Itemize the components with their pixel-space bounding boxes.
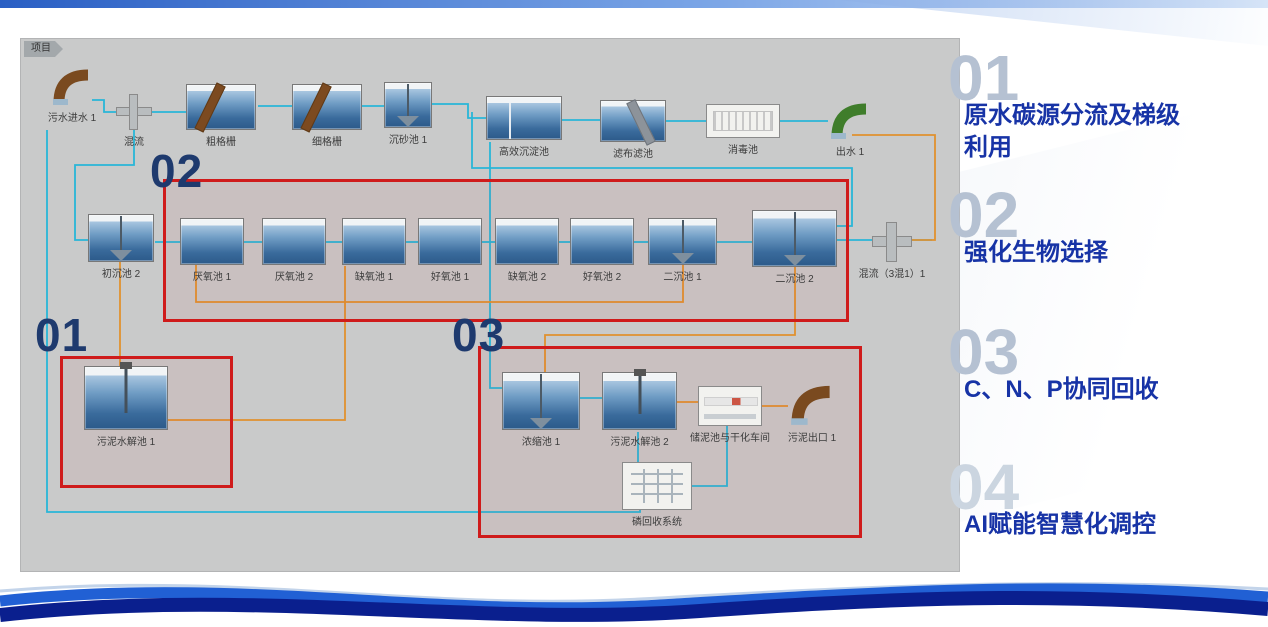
unit-p-recovery-system[interactable]: 磷回收系统: [622, 462, 692, 528]
unit-label: 初沉池 2: [101, 269, 141, 280]
unit-aerobic-2[interactable]: 好氧池 2: [570, 218, 634, 283]
legend-title: 原水碳源分流及梯级利用: [964, 102, 1180, 162]
mixed-tank-icon: [84, 366, 168, 430]
legend-item-04: 04 AI赋能智慧化调控: [948, 455, 1264, 541]
unit-sludge-storage-drying[interactable]: 储泥池与干化车间: [690, 386, 770, 444]
unit-anaerobic-2[interactable]: 厌氧池 2: [262, 218, 326, 283]
screen-icon: [186, 84, 256, 130]
unit-label: 污泥水解池 2: [610, 437, 669, 448]
unit-cloth-filter[interactable]: 滤布滤池: [600, 100, 666, 160]
unit-label: 储泥池与干化车间: [690, 433, 770, 444]
unit-label: 二沉池 2: [775, 274, 814, 285]
region-number-02: 02: [150, 145, 204, 197]
region-number-03: 03: [452, 309, 506, 361]
phosphorus-recovery-icon: [622, 462, 692, 510]
unit-mixer-3in1[interactable]: 混流（3混1）1: [859, 222, 925, 280]
legend-title: 强化生物选择: [964, 239, 1108, 266]
grit-chamber-icon: [384, 82, 432, 128]
legend-item-02: 02 强化生物选择: [948, 183, 1264, 269]
unit-anoxic-2[interactable]: 缺氧池 2: [495, 218, 559, 283]
unit-label: 混流: [124, 137, 144, 148]
unit-label: 好氧池 1: [430, 272, 470, 283]
tank-icon: [342, 218, 406, 265]
unit-disinfection[interactable]: 消毒池: [706, 104, 780, 156]
unit-label: 厌氧池 1: [192, 272, 232, 283]
mixer-icon: [116, 94, 152, 130]
legend-item-01: 01 原水碳源分流及梯级利用: [948, 46, 1264, 165]
sludge-outflow-pipe-icon: [791, 385, 830, 425]
legend-number: 03: [948, 316, 1020, 388]
unit-coarse-screen[interactable]: 粗格栅: [186, 84, 256, 148]
unit-label: 好氧池 2: [582, 272, 622, 283]
unit-label: 缺氧池 2: [507, 272, 547, 283]
mixer-icon: [872, 222, 912, 262]
legend-number: 04: [948, 451, 1020, 523]
unit-sewage-inlet-1[interactable]: 污水进水 1: [48, 66, 96, 124]
unit-outfall-1[interactable]: 出水 1: [828, 100, 872, 158]
region-number-01: 01: [35, 309, 89, 361]
unit-label: 高效沉淀池: [499, 147, 549, 158]
legend-item-03: 03 C、N、P协同回收: [948, 320, 1264, 406]
legend-title: C、N、P协同回收: [964, 376, 1159, 403]
tank-icon: [570, 218, 634, 265]
unit-primary-clarifier-2[interactable]: 初沉池 2: [88, 214, 154, 280]
inflow-pipe-icon: [53, 69, 89, 105]
clarifier-icon: [88, 214, 154, 262]
unit-high-eff-sedimentation[interactable]: 高效沉淀池: [486, 96, 562, 158]
disinfection-tank-icon: [706, 104, 780, 138]
unit-label: 细格栅: [312, 137, 342, 148]
sedimentation-tank-icon: [486, 96, 562, 140]
legend-title: AI赋能智慧化调控: [964, 511, 1156, 538]
unit-label: 浓缩池 1: [521, 437, 561, 448]
unit-mixer-1[interactable]: 混流: [116, 94, 152, 148]
unit-aerobic-1[interactable]: 好氧池 1: [418, 218, 482, 283]
unit-sludge-outlet-1[interactable]: 污泥出口 1: [788, 382, 836, 444]
legend-number: 02: [948, 179, 1020, 251]
unit-label: 混流（3混1）1: [858, 269, 926, 280]
unit-grit-chamber-1[interactable]: 沉砂池 1: [384, 82, 432, 146]
thickener-icon: [502, 372, 580, 430]
clarifier-icon: [752, 210, 837, 267]
tank-icon: [418, 218, 482, 265]
unit-label: 出水 1: [835, 147, 865, 158]
unit-anaerobic-1[interactable]: 厌氧池 1: [180, 218, 244, 283]
unit-label: 粗格栅: [206, 137, 236, 148]
unit-label: 缺氧池 1: [354, 272, 394, 283]
clarifier-icon: [648, 218, 717, 265]
unit-thickener-1[interactable]: 浓缩池 1: [502, 372, 580, 448]
unit-label: 污泥水解池 1: [96, 437, 156, 448]
unit-label: 二沉池 1: [663, 272, 702, 283]
unit-sludge-hydrolysis-2[interactable]: 污泥水解池 2: [602, 372, 677, 448]
unit-label: 厌氧池 2: [274, 272, 314, 283]
cloth-filter-icon: [600, 100, 666, 142]
project-tab[interactable]: 项目: [24, 41, 63, 57]
tank-icon: [262, 218, 326, 265]
drying-plant-icon: [698, 386, 762, 426]
screen-icon: [292, 84, 362, 130]
tank-icon: [180, 218, 244, 265]
unit-secondary-clarifier-2[interactable]: 二沉池 2: [752, 210, 837, 285]
mixed-tank-icon: [602, 372, 677, 430]
top-gradient-band: [0, 0, 1268, 8]
unit-sludge-hydrolysis-1[interactable]: 污泥水解池 1: [84, 366, 168, 448]
tank-icon: [495, 218, 559, 265]
unit-label: 污泥出口 1: [787, 433, 837, 444]
unit-label: 沉砂池 1: [388, 135, 428, 146]
unit-label: 滤布滤池: [613, 149, 653, 160]
unit-label: 磷回收系统: [632, 517, 682, 528]
unit-label: 消毒池: [728, 145, 758, 156]
unit-fine-screen[interactable]: 细格栅: [292, 84, 362, 148]
footer-waves: [0, 582, 1268, 622]
outflow-pipe-icon: [831, 103, 867, 139]
unit-label: 污水进水 1: [47, 113, 97, 124]
unit-secondary-clarifier-1[interactable]: 二沉池 1: [648, 218, 717, 283]
legend-number: 01: [948, 42, 1020, 114]
unit-anoxic-1[interactable]: 缺氧池 1: [342, 218, 406, 283]
